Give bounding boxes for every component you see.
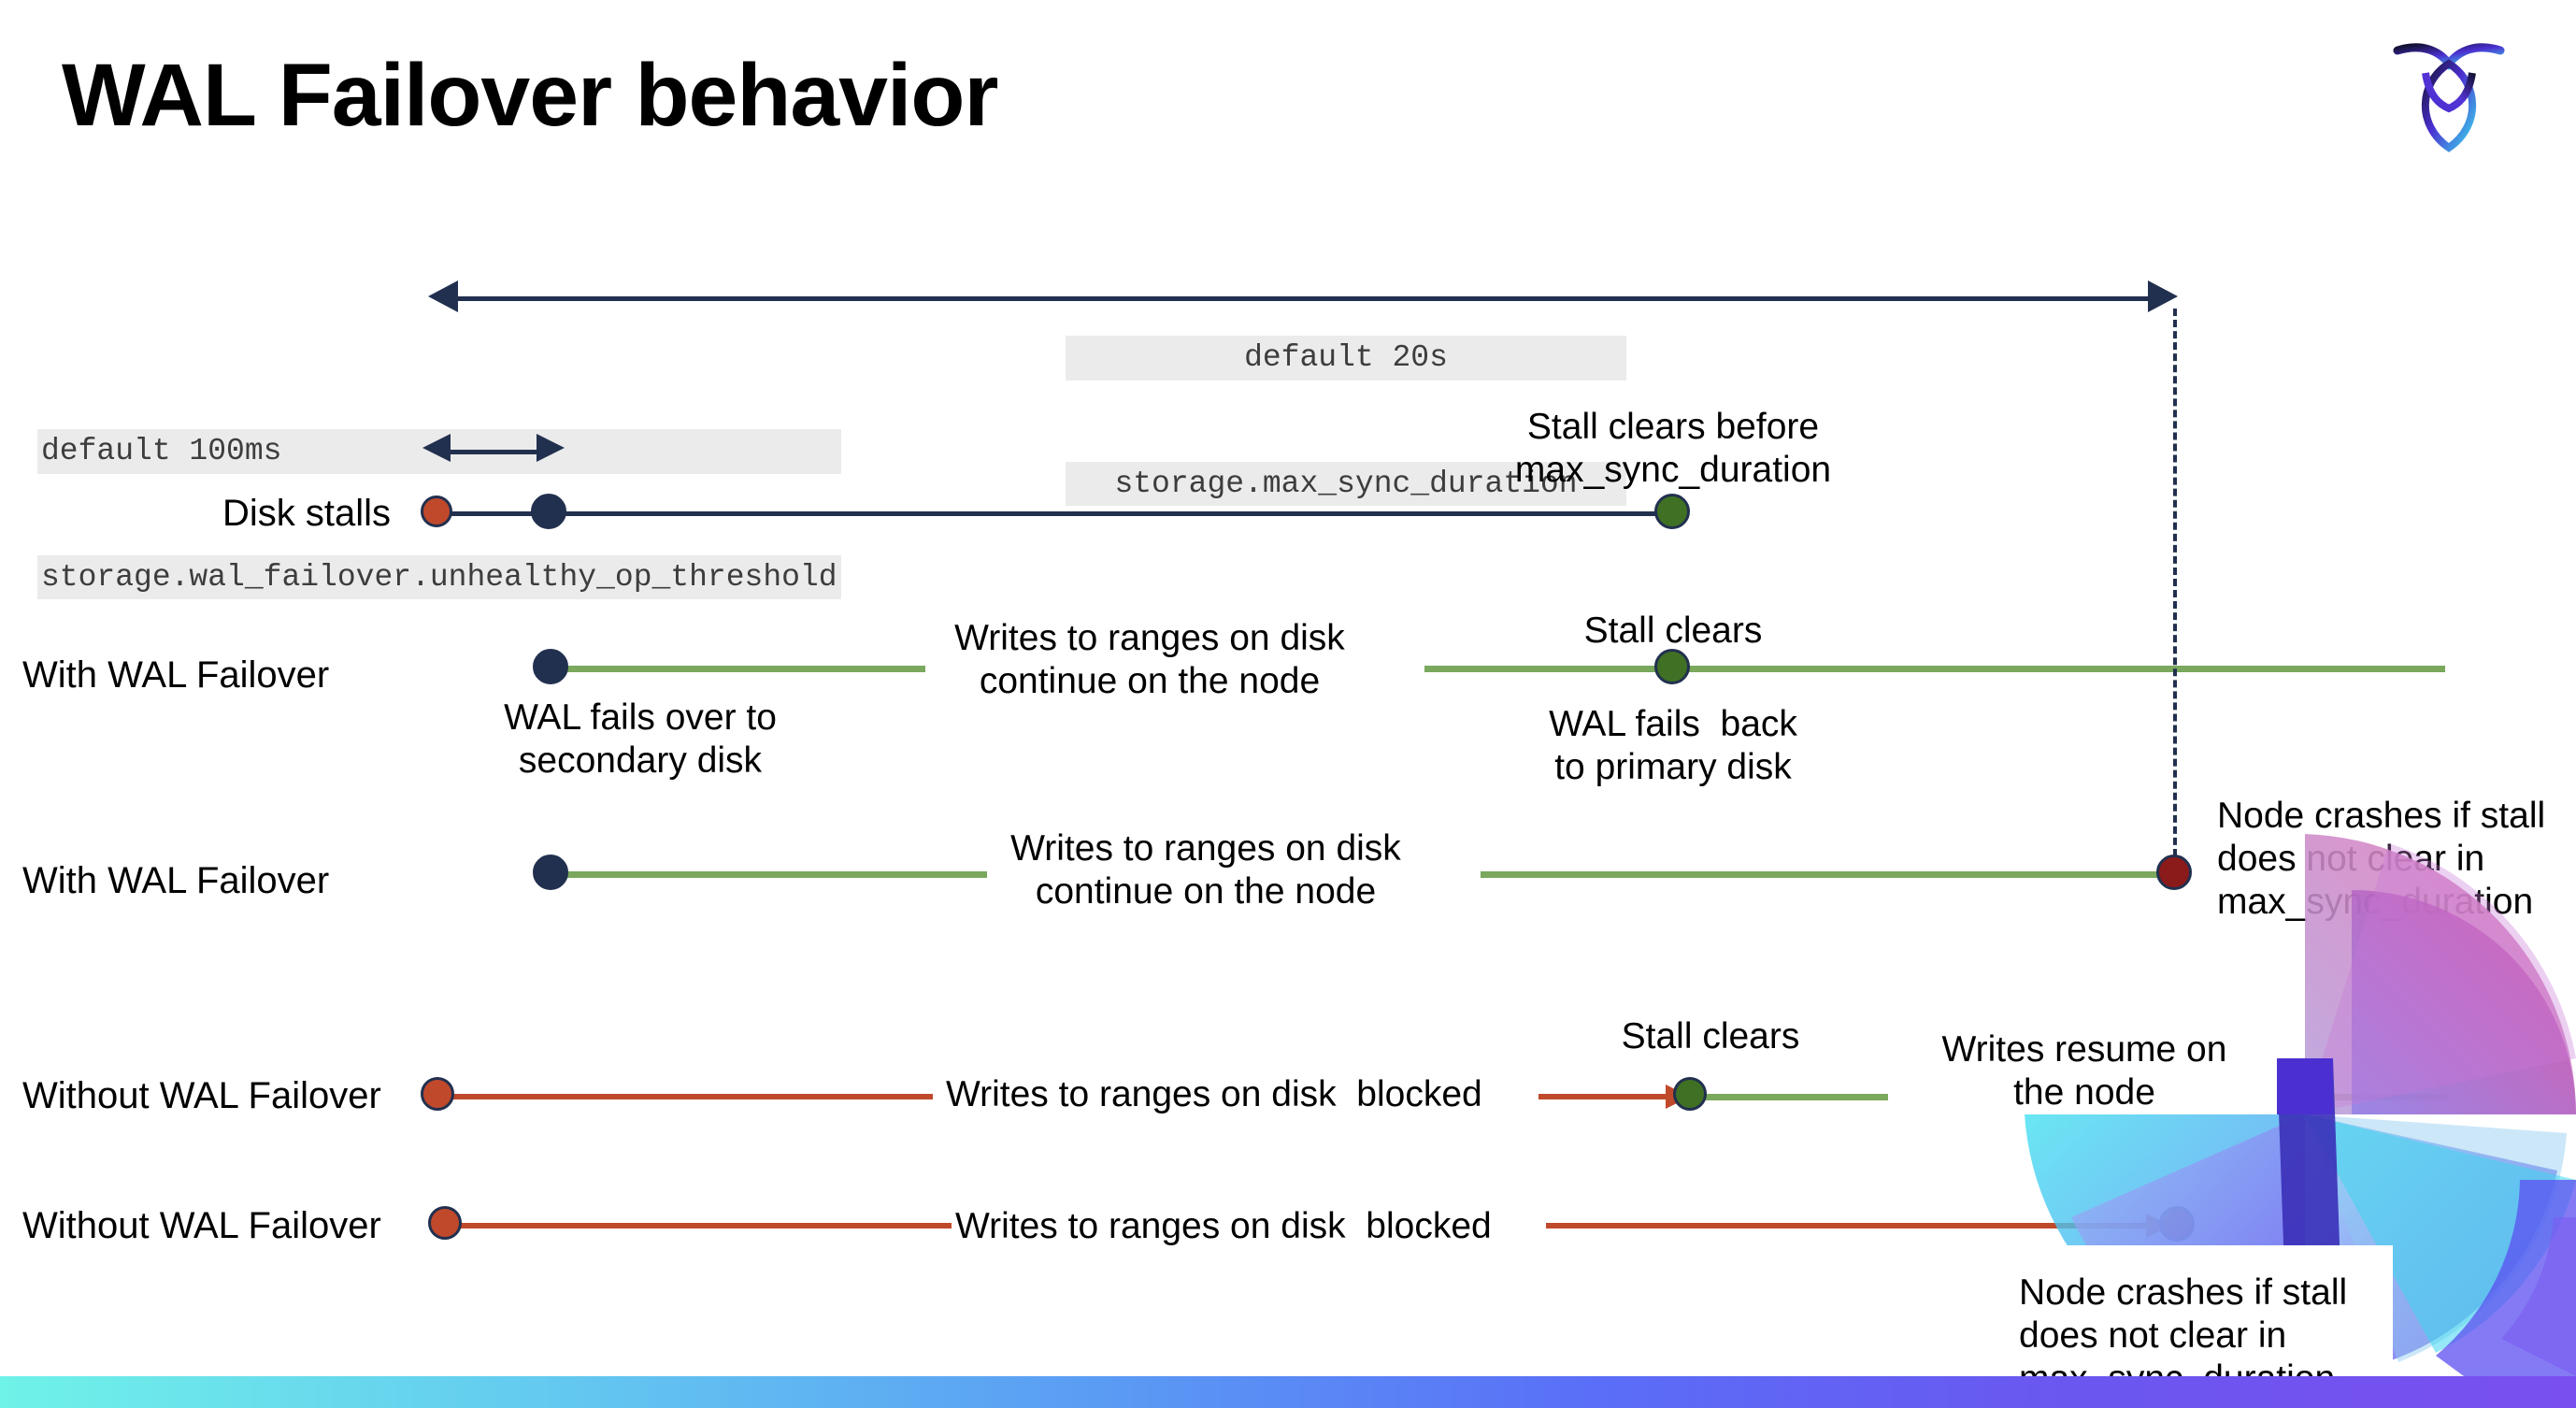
- without-wal-failover-2-blocked-line-b: [1546, 1223, 2154, 1228]
- note-stall-clears-before-max-sync: Stall clears before max_sync_duration: [1514, 407, 1832, 491]
- without-wal-failover-1-clear-marker: [1673, 1077, 1707, 1111]
- note-writes-continue-2: Writes to ranges on disk continue on the…: [1010, 828, 1401, 912]
- disk-stalls-failover-marker: [531, 494, 566, 529]
- row-label-without-wal-failover-2: Without WAL Failover: [22, 1205, 381, 1246]
- with-wal-failover-1-segment-b: [1424, 666, 2445, 672]
- row-label-without-wal-failover-1: Without WAL Failover: [22, 1075, 381, 1116]
- disk-stalls-clear-marker: [1654, 494, 1690, 529]
- with-wal-failover-1-clear-marker: [1654, 649, 1690, 684]
- with-wal-failover-1-segment-a: [548, 666, 925, 672]
- with-wal-failover-2-start-marker: [533, 855, 568, 890]
- without-wal-failover-2-start-marker: [428, 1206, 462, 1240]
- without-wal-failover-1-resume-line-b: [2288, 1094, 2447, 1100]
- with-wal-failover-2-segment-b: [1481, 871, 2172, 878]
- unhealthy-threshold-setting-name: storage.wal_failover.unhealthy_op_thresh…: [37, 554, 841, 600]
- max-sync-default-value: default 20s: [1066, 336, 1626, 381]
- note-wal-fails-back-primary: WAL fails back to primary disk: [1549, 704, 1797, 788]
- max-sync-duration-measure-line: [443, 296, 2165, 301]
- note-wal-fails-over-secondary: WAL fails over to secondary disk: [504, 697, 777, 782]
- without-wal-failover-1-blocked-line: [437, 1094, 933, 1099]
- row-label-with-wal-failover-2: With WAL Failover: [22, 860, 330, 901]
- note-writes-resume: Writes resume on the node: [1941, 1029, 2227, 1113]
- unhealthy-threshold-measure-line: [451, 450, 544, 454]
- note-writes-continue-1: Writes to ranges on disk continue on the…: [954, 618, 1345, 702]
- page-title: WAL Failover behavior: [62, 46, 998, 145]
- without-wal-failover-2-blocked-line: [445, 1223, 952, 1228]
- note-writes-blocked-2: Writes to ranges on disk blocked: [955, 1206, 1492, 1246]
- unhealthy-threshold-left-arrowhead: [422, 434, 451, 462]
- disk-stalls-start-marker: [421, 496, 452, 527]
- note-node-crashes-1: Node crashes if stall does not clear in …: [2217, 796, 2546, 923]
- without-wal-failover-1-start-marker: [421, 1077, 454, 1111]
- row-label-with-wal-failover-1: With WAL Failover: [22, 654, 330, 696]
- without-wal-failover-1-resume-line: [1697, 1094, 1888, 1100]
- row-label-disk-stalls: Disk stalls: [222, 493, 392, 534]
- max-sync-duration-annotation: default 20s storage.max_sync_duration: [1066, 254, 1626, 587]
- max-sync-setting-name: storage.max_sync_duration: [1066, 461, 1626, 507]
- note-stall-clears-2: Stall clears: [1621, 1016, 1800, 1056]
- without-wal-failover-1-blocked-line-b: [1538, 1094, 1673, 1099]
- note-writes-blocked-1: Writes to ranges on disk blocked: [946, 1074, 1482, 1114]
- with-wal-failover-1-start-marker: [533, 649, 568, 684]
- disk-stalls-timeline: [437, 511, 1671, 516]
- note-stall-clears-1: Stall clears: [1583, 611, 1763, 651]
- without-wal-failover-2-crash-marker: [2159, 1206, 2195, 1242]
- with-wal-failover-2-crash-marker: [2156, 855, 2192, 890]
- max-sync-duration-dropline: [2173, 309, 2177, 868]
- max-sync-right-arrowhead: [2148, 280, 2178, 312]
- max-sync-left-arrowhead: [428, 280, 458, 312]
- with-wal-failover-2-segment-a: [548, 871, 987, 878]
- bottom-gradient-bar: [0, 1376, 2576, 1408]
- cockroachdb-logo-icon: [2388, 28, 2510, 168]
- unhealthy-threshold-right-arrowhead: [537, 434, 565, 462]
